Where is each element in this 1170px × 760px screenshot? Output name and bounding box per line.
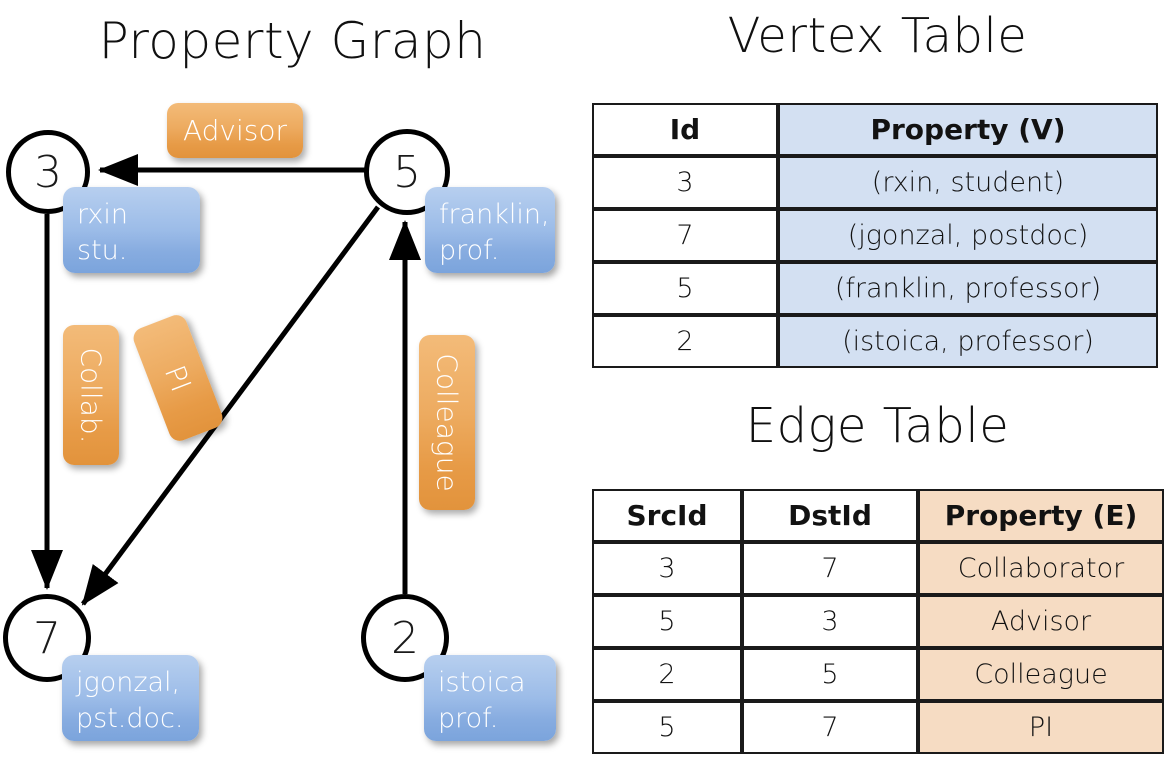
page-title-vertex-table: Vertex Table (727, 8, 1028, 64)
vertex-table: Id Property (V) 3 (rxin, student) 7 (jgo… (592, 103, 1158, 368)
node-property-line-1: franklin, (439, 199, 550, 230)
node-property-box-istoica: istoica prof. (424, 655, 556, 741)
table-row: 5 7 PI (592, 701, 1164, 754)
edge-label-colleague: Colleague (419, 335, 475, 510)
vertex-cell-property: (jgonzal, postdoc) (778, 209, 1158, 262)
edge-cell-dstid: 3 (742, 595, 918, 648)
node-property-line-2: prof. (438, 703, 499, 735)
node-property-line-2: pst.doc. (76, 703, 184, 735)
edge-table-header-srcid: SrcId (592, 489, 742, 542)
table-row: 5 3 Advisor (592, 595, 1164, 648)
vertex-cell-id: 3 (592, 156, 778, 209)
node-property-line-1: rxin (77, 199, 128, 230)
vertex-cell-property: (franklin, professor) (778, 262, 1158, 315)
edge-label-collab: Collab. (63, 325, 119, 465)
edge-cell-dstid: 7 (742, 701, 918, 754)
graph-node-2-label: 2 (391, 612, 419, 664)
node-property-line-2: stu. (77, 235, 128, 267)
edge-cell-property: Advisor (918, 595, 1164, 648)
edge-cell-dstid: 5 (742, 648, 918, 701)
table-row: 2 5 Colleague (592, 648, 1164, 701)
vertex-table-header-id: Id (592, 103, 778, 156)
edge-cell-srcid: 5 (592, 595, 742, 648)
edge-cell-srcid: 5 (592, 701, 742, 754)
edge-table-header-property: Property (E) (918, 489, 1164, 542)
edge-table: SrcId DstId Property (E) 3 7 Collaborato… (592, 489, 1164, 754)
vertex-cell-id: 7 (592, 209, 778, 262)
edge-cell-srcid: 3 (592, 542, 742, 595)
edge-label-colleague-text: Colleague (430, 353, 464, 492)
node-property-box-rxin: rxin stu. (63, 187, 200, 273)
edge-cell-property: Colleague (918, 648, 1164, 701)
page-title-property-graph: Property Graph (98, 12, 487, 70)
graph-node-5-label: 5 (393, 146, 421, 198)
table-header-row: SrcId DstId Property (E) (592, 489, 1164, 542)
vertex-table-header-property: Property (V) (778, 103, 1158, 156)
table-row: 7 (jgonzal, postdoc) (592, 209, 1158, 262)
vertex-cell-id: 2 (592, 315, 778, 368)
edge-cell-property: PI (918, 701, 1164, 754)
property-graph-diagram: 3 5 7 2 rxin stu. franklin, prof. jgonza… (3, 103, 556, 741)
vertex-cell-id: 5 (592, 262, 778, 315)
graph-edge-lines (31, 154, 421, 606)
table-row: 2 (istoica, professor) (592, 315, 1158, 368)
edge-cell-property: Collaborator (918, 542, 1164, 595)
edge-line-5-to-7 (80, 205, 381, 606)
node-property-box-jgonzal: jgonzal, pst.doc. (62, 655, 199, 741)
graph-node-7-label: 7 (33, 612, 61, 664)
edge-cell-dstid: 7 (742, 542, 918, 595)
graph-node-3-label: 3 (34, 146, 62, 198)
vertex-cell-property: (istoica, professor) (778, 315, 1158, 368)
vertex-cell-property: (rxin, student) (778, 156, 1158, 209)
node-property-box-franklin: franklin, prof. (425, 187, 555, 273)
edge-label-pi-text: PI (158, 360, 198, 396)
node-property-line-1: istoica (438, 667, 526, 698)
table-row: 3 7 Collaborator (592, 542, 1164, 595)
edge-label-collab-text: Collab. (74, 346, 108, 444)
table-header-row: Id Property (V) (592, 103, 1158, 156)
table-row: 5 (franklin, professor) (592, 262, 1158, 315)
node-property-line-1: jgonzal, (76, 667, 181, 698)
edge-table-header-dstid: DstId (742, 489, 918, 542)
node-property-line-2: prof. (439, 235, 500, 267)
edge-cell-srcid: 2 (592, 648, 742, 701)
edge-label-advisor-text: Advisor (182, 114, 287, 147)
edge-label-advisor: Advisor (167, 103, 303, 158)
graph-node-2[interactable]: 2 (361, 594, 449, 682)
graph-node-5[interactable]: 5 (364, 129, 450, 215)
table-row: 3 (rxin, student) (592, 156, 1158, 209)
page-title-edge-table: Edge Table (745, 398, 1010, 454)
